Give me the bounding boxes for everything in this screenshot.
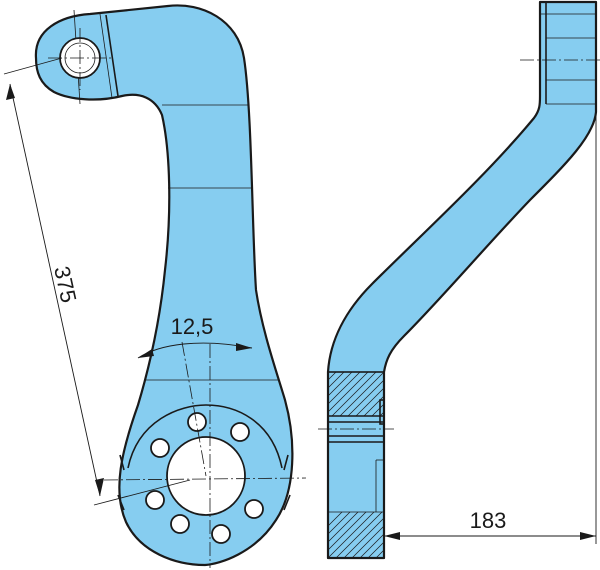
front-view xyxy=(34,4,307,568)
bolt-hole xyxy=(230,422,250,442)
bolt-hole xyxy=(170,514,190,534)
bolt-hole xyxy=(187,412,207,432)
section-hatch-bottom xyxy=(328,512,384,558)
arm-body-side xyxy=(326,0,598,560)
dimension-label-12-5: 12,5 xyxy=(171,314,214,339)
bolt-hole xyxy=(145,490,165,510)
side-view xyxy=(318,0,600,560)
dimension-label-183: 183 xyxy=(470,508,507,533)
dimension-12-5: 12,5 xyxy=(137,314,253,359)
bolt-hole xyxy=(211,524,231,544)
bolt-hole xyxy=(244,499,264,519)
section-hatch-top xyxy=(328,372,384,416)
dimension-183: 183 xyxy=(384,112,597,544)
arm-body-front xyxy=(34,4,294,567)
dimension-label-375: 375 xyxy=(49,264,81,305)
bolt-hole xyxy=(150,438,170,458)
